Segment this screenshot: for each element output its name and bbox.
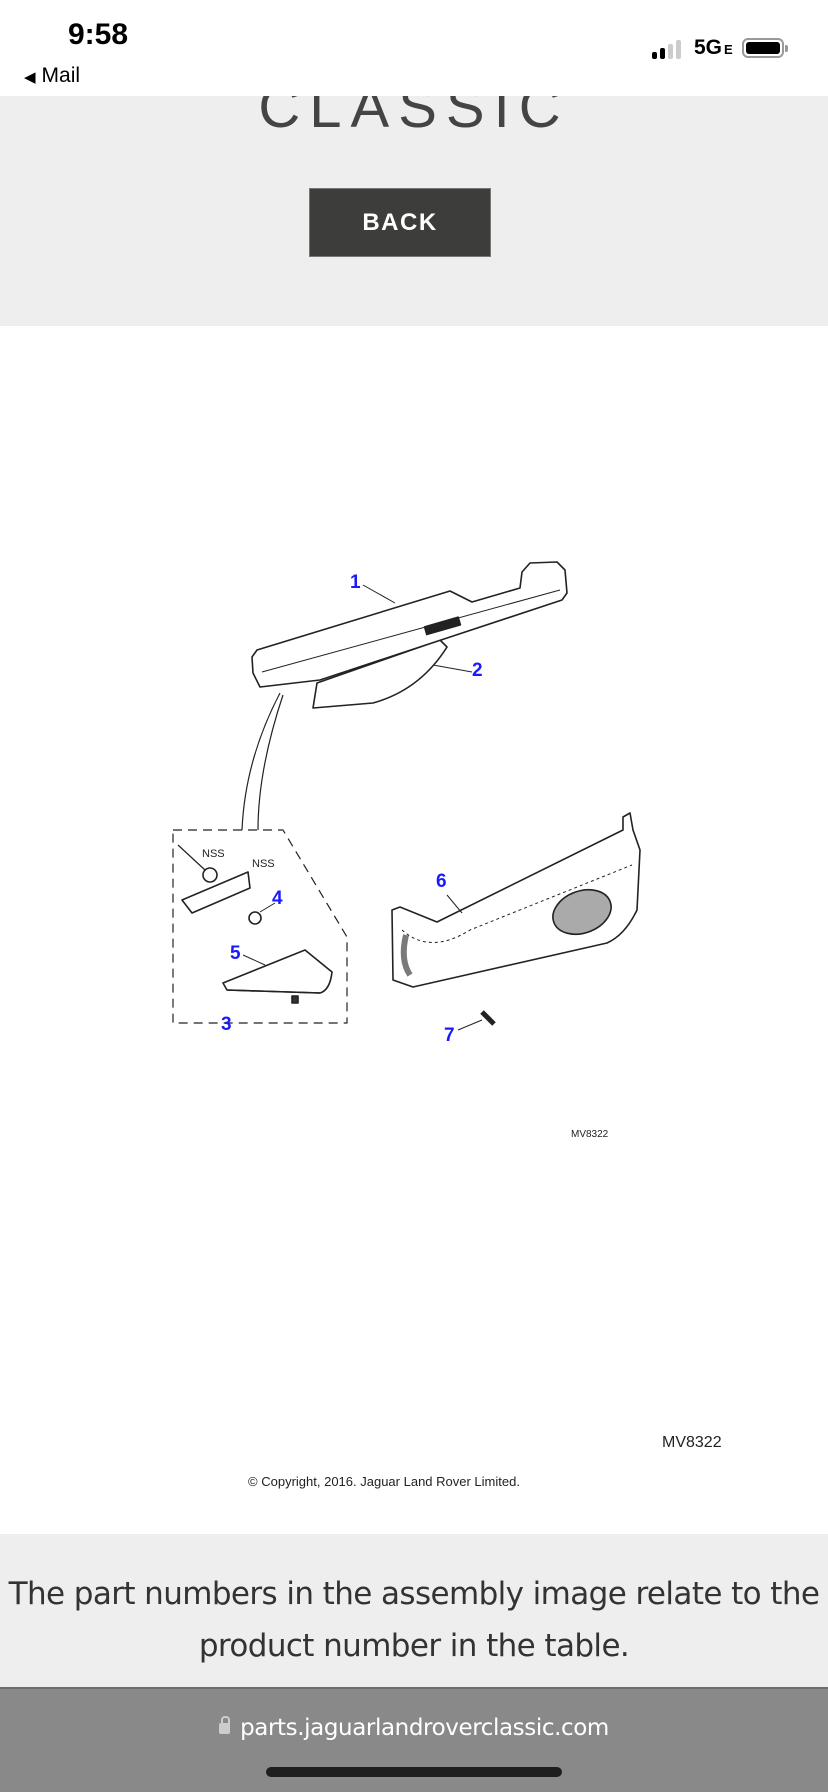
callout-7: 7 [444,1025,455,1046]
info-text-line-1: The part numbers in the assembly image r… [8,1576,820,1612]
back-button[interactable]: BACK [309,188,491,257]
callout-1: 1 [350,572,361,593]
home-indicator[interactable] [266,1767,562,1777]
door-panel-part-6 [391,812,641,988]
callout-5: 5 [230,943,241,964]
brand-logo: CLASSIC [258,96,570,140]
armrest-pad-part-1 [251,561,568,688]
nss-label: NSS [202,848,225,860]
site-header: CLASSIC BACK [0,96,828,326]
armrest-base-part-2 [312,639,448,709]
callout-6: 6 [436,871,447,892]
figure-ref: MV8322 [662,1434,722,1451]
battery-icon [742,38,788,58]
figure-ref-small: MV8322 [571,1129,609,1140]
clock: 9:58 [68,18,129,51]
lamp-lens-part-5 [222,949,333,994]
browser-address-bar[interactable]: parts.jaguarlandroverclassic.com [0,1687,828,1792]
info-text-line-2: product number in the table. [198,1628,630,1664]
lock-icon [219,1716,231,1734]
signal-icon [652,40,681,59]
screw-part-7 [480,1010,496,1026]
nss-label: NSS [252,858,275,870]
url-text[interactable]: parts.jaguarlandroverclassic.com [240,1715,609,1741]
callout-2: 2 [472,660,483,681]
info-section: The part numbers in the assembly image r… [0,1534,828,1687]
bulb-part-4 [248,911,262,925]
back-to-mail-link[interactable]: ◀Mail [24,64,81,87]
lamp-kit-outline-part-3 [172,829,348,1024]
copyright: © Copyright, 2016. Jaguar Land Rover Lim… [248,1474,520,1489]
back-triangle-icon: ◀ [24,69,36,86]
callout-3: 3 [221,1014,232,1035]
callout-4: 4 [272,888,283,909]
